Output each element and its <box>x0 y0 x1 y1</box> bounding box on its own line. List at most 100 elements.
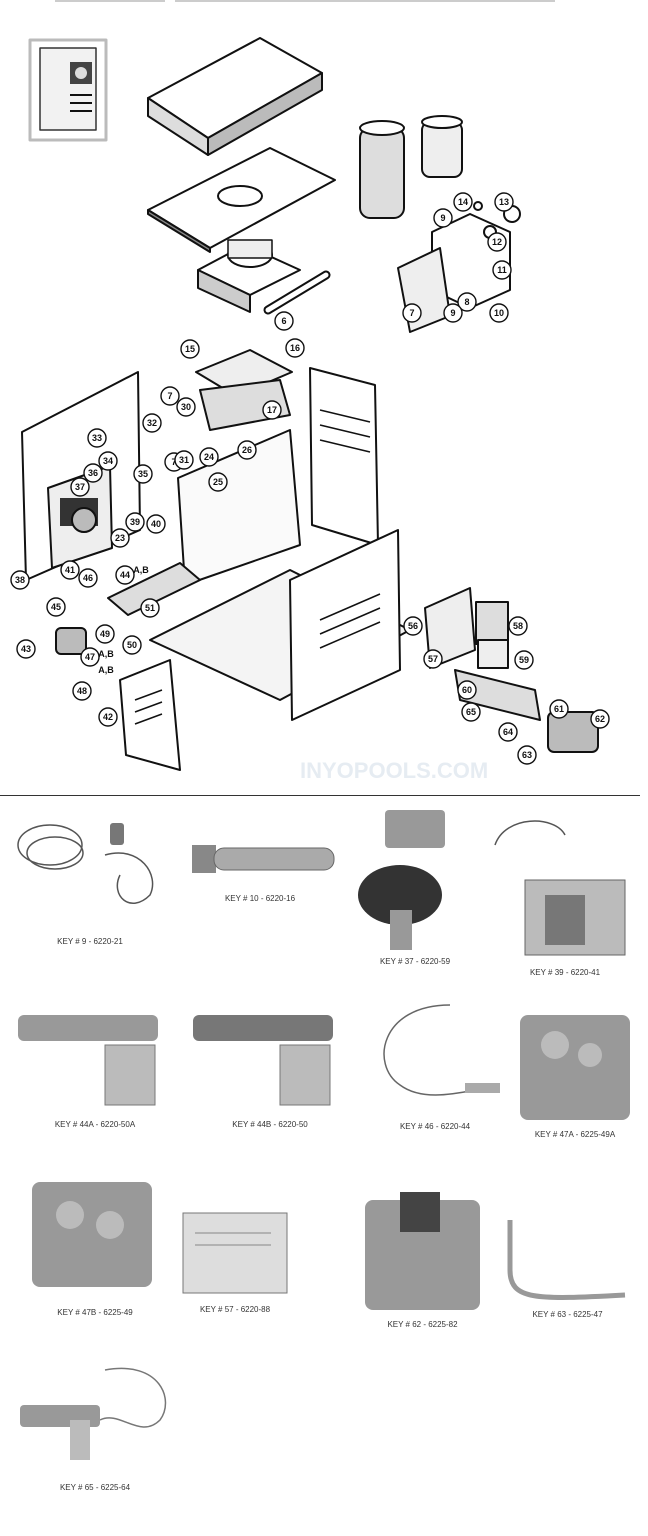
callout-number: 33 <box>92 433 102 443</box>
callout-circle <box>83 463 103 483</box>
callout-circle <box>487 232 507 252</box>
callout-number: 17 <box>267 405 277 415</box>
right-front-panel <box>289 529 401 721</box>
part-key-46[interactable]: KEY # 46 - 6220-44 <box>360 995 510 1140</box>
callout-number: A,B <box>133 565 149 575</box>
callout-circle <box>180 339 200 359</box>
callout-circle <box>498 722 518 742</box>
part-key-63[interactable]: KEY # 63 - 6225-47 <box>495 1210 640 1325</box>
part-caption: KEY # 57 - 6220-88 <box>199 1305 271 1314</box>
callout-number: 7 <box>409 308 414 318</box>
callout-circle <box>403 616 423 636</box>
part-caption: KEY # 63 - 6225-47 <box>532 1310 603 1319</box>
callout-circle <box>16 639 36 659</box>
callout-number: 59 <box>519 655 529 665</box>
callout-number: 15 <box>185 344 195 354</box>
part-key-44a[interactable]: KEY # 44A - 6220-50A <box>10 995 180 1135</box>
control-board <box>424 587 476 669</box>
callout-number: 26 <box>242 445 252 455</box>
part-caption: KEY # 39 - 6220-41 <box>529 968 601 977</box>
callout-circle <box>494 192 514 212</box>
vent-pipe <box>359 127 405 219</box>
callout-circle <box>461 702 481 722</box>
callout-circle <box>98 707 118 727</box>
callout-circle <box>72 681 92 701</box>
callout-circle <box>110 528 130 548</box>
callout-circle <box>46 597 66 617</box>
callout-circle <box>492 260 512 280</box>
callout-number: 57 <box>428 654 438 664</box>
callout-number: 39 <box>130 517 140 527</box>
callout-number: 49 <box>100 629 110 639</box>
callout-number: 14 <box>458 197 468 207</box>
access-door <box>119 659 181 771</box>
callout-circle <box>508 616 528 636</box>
callout-number: 61 <box>554 704 564 714</box>
part-key-44b[interactable]: KEY # 44B - 6220-50 <box>185 995 355 1135</box>
callout-number: 62 <box>595 714 605 724</box>
gas-valve-large <box>547 711 599 753</box>
callout-circle <box>208 472 228 492</box>
part-key-62[interactable]: KEY # 62 - 6225-82 <box>355 1180 490 1335</box>
callout-number: 24 <box>204 452 214 462</box>
callout-circle <box>10 570 30 590</box>
callout-circle <box>176 397 196 417</box>
callout-circle <box>133 464 153 484</box>
top-tab-left <box>55 0 165 2</box>
callout-circle <box>590 709 610 729</box>
callout-number: 34 <box>103 456 113 466</box>
callout-circle <box>457 680 477 700</box>
callout-circle <box>514 650 534 670</box>
part-key-9[interactable]: KEY # 9 - 6220-21 <box>10 805 170 950</box>
callout-number: 51 <box>145 603 155 613</box>
callout-circle <box>453 192 473 212</box>
callout-circle <box>285 338 305 358</box>
callout-number: 31 <box>179 455 189 465</box>
callout-circle <box>237 440 257 460</box>
callout-number: 23 <box>115 533 125 543</box>
part-caption: KEY # 65 - 6225-64 <box>59 1483 131 1492</box>
part-key-57[interactable]: KEY # 57 - 6220-88 <box>175 1205 295 1320</box>
callout-circle <box>489 303 509 323</box>
callout-number: 37 <box>75 482 85 492</box>
part-caption: KEY # 44A - 6220-50A <box>54 1120 136 1129</box>
part-caption: KEY # 47B - 6225-49 <box>57 1308 133 1317</box>
part-key-37[interactable]: KEY # 37 - 6220-59 <box>345 805 485 970</box>
part-key-65[interactable]: KEY # 65 - 6225-64 <box>10 1350 180 1500</box>
callout-number: 38 <box>15 575 25 585</box>
callout-circle <box>98 451 118 471</box>
watermark-text: INYOPOOLS.COM <box>300 758 488 783</box>
thermocouple-icon <box>383 1004 500 1096</box>
top-tab-right <box>175 0 555 2</box>
part-key-10[interactable]: KEY # 10 - 6220-16 <box>180 830 340 910</box>
callout-number: 48 <box>77 686 87 696</box>
callout-number: 63 <box>522 750 532 760</box>
callout-number: 46 <box>83 573 93 583</box>
part-caption: KEY # 47A - 6225-49A <box>534 1130 616 1139</box>
section-divider <box>0 795 640 796</box>
part-key-39[interactable]: KEY # 39 - 6220-41 <box>485 805 645 980</box>
callout-number: 41 <box>65 565 75 575</box>
callout-number: 7 <box>171 457 176 467</box>
callout-number: 40 <box>151 519 161 529</box>
callout-number: 30 <box>181 402 191 412</box>
callout-number: 13 <box>499 197 509 207</box>
callout-circle <box>70 477 90 497</box>
callout-circle <box>95 624 115 644</box>
part-key-47b[interactable]: KEY # 47B - 6225-49 <box>20 1170 170 1325</box>
callout-number: 60 <box>462 685 472 695</box>
callout-number: 50 <box>127 640 137 650</box>
callout-number: 56 <box>408 621 418 631</box>
callout-circle <box>274 311 294 331</box>
part-key-47a[interactable]: KEY # 47A - 6225-49A <box>510 995 640 1150</box>
callout-number: 43 <box>21 644 31 654</box>
callout-number: 44 <box>120 570 130 580</box>
callout-number: 45 <box>51 602 61 612</box>
part-caption: KEY # 44B - 6220-50 <box>232 1120 308 1129</box>
callout-number: 36 <box>88 468 98 478</box>
callout-circle <box>60 560 80 580</box>
callout-number: 65 <box>466 707 476 717</box>
callout-number: 64 <box>503 727 513 737</box>
callout-circle <box>142 413 162 433</box>
callout-number: A,B <box>98 649 114 659</box>
